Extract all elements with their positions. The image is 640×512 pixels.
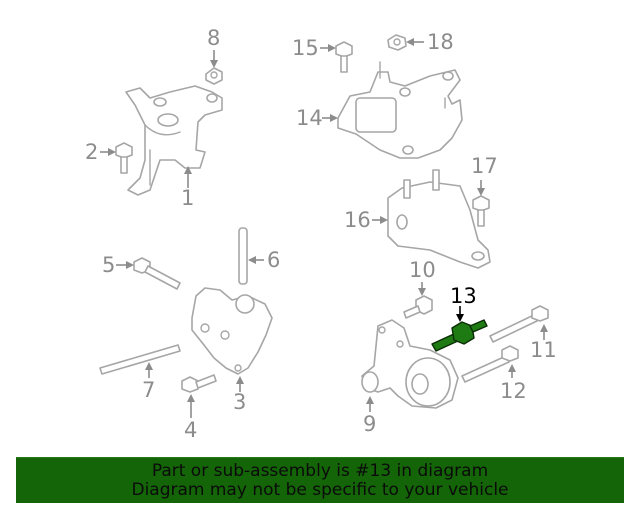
callout-18[interactable]: 18 <box>427 30 454 54</box>
callout-12[interactable]: 12 <box>500 379 527 403</box>
part-3-bracket[interactable] <box>191 287 273 375</box>
banner-line-part-number: Part or sub-assembly is #13 in diagram <box>151 460 489 481</box>
part-2-bolt[interactable] <box>115 142 133 174</box>
part-5-bolt[interactable] <box>133 257 181 290</box>
part-15-bolt[interactable] <box>335 41 353 73</box>
callout-17[interactable]: 17 <box>471 154 498 178</box>
callout-8[interactable]: 8 <box>207 26 221 50</box>
part-4-bolt[interactable] <box>181 374 217 393</box>
part-14-mount[interactable] <box>337 61 463 159</box>
part-17-bolt[interactable] <box>472 195 490 227</box>
part-7-bolt[interactable] <box>99 344 181 375</box>
callout-1[interactable]: 1 <box>181 186 195 210</box>
callout-5[interactable]: 5 <box>102 253 116 277</box>
callout-15[interactable]: 15 <box>292 36 319 60</box>
part-10-bolt[interactable] <box>403 295 433 319</box>
part-9-bushing[interactable] <box>361 319 459 409</box>
callout-10[interactable]: 10 <box>409 258 436 282</box>
callout-9[interactable]: 9 <box>363 412 377 436</box>
part-1-mount-bracket[interactable] <box>125 85 223 196</box>
info-banner: Part or sub-assembly is #13 in diagram D… <box>16 457 624 503</box>
part-18-nut[interactable] <box>387 34 407 51</box>
leader-arrows <box>100 38 548 418</box>
part-6-stud[interactable] <box>238 227 248 285</box>
callout-2[interactable]: 2 <box>85 140 99 164</box>
banner-line-disclaimer: Diagram may not be specific to your vehi… <box>131 479 509 500</box>
callout-6[interactable]: 6 <box>267 248 281 272</box>
callout-3[interactable]: 3 <box>233 390 247 414</box>
part-8-nut[interactable] <box>205 67 223 85</box>
callout-7[interactable]: 7 <box>142 378 156 402</box>
callout-11[interactable]: 11 <box>530 338 557 362</box>
callout-14[interactable]: 14 <box>296 106 323 130</box>
callout-16[interactable]: 16 <box>344 208 371 232</box>
callout-13-highlighted[interactable]: 13 <box>450 284 477 308</box>
part-13-highlighted-bolt[interactable] <box>431 319 488 352</box>
part-16-bracket[interactable] <box>387 169 491 269</box>
part-12-bolt[interactable] <box>461 345 519 383</box>
part-11-bolt[interactable] <box>489 305 549 343</box>
callout-4[interactable]: 4 <box>184 418 198 442</box>
